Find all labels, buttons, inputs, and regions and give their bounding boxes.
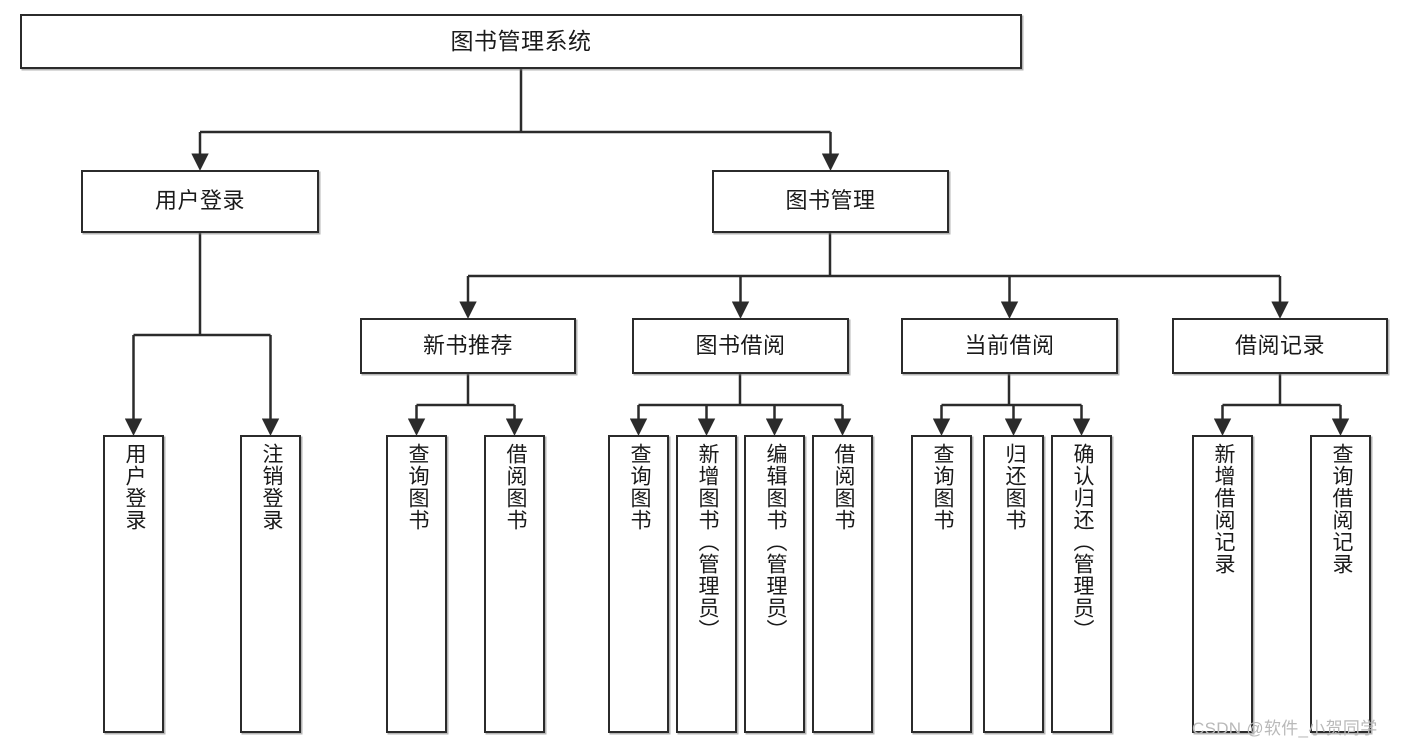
- diagram-node-records-b: 查询借阅记录: [1310, 435, 1371, 733]
- diagram-node-label: 归还图书: [1002, 443, 1026, 531]
- diagram-node-current: 当前借阅: [901, 318, 1118, 374]
- diagram-node-login-a: 用户登录: [103, 435, 164, 733]
- diagram-node-label: 图书管理: [785, 188, 876, 214]
- diagram-node-label: 新增图书（管理员）: [695, 443, 719, 641]
- diagram-node-bookmgmt: 图书管理: [712, 170, 949, 233]
- diagram-node-borrow: 图书借阅: [632, 318, 849, 374]
- diagram-node-records-a: 新增借阅记录: [1192, 435, 1253, 733]
- edge-group: [124, 69, 1350, 436]
- diagram-node-borrow-b: 新增图书（管理员）: [676, 435, 737, 733]
- diagram-node-borrow-a: 查询图书: [608, 435, 669, 733]
- diagram-node-current-a: 查询图书: [911, 435, 972, 733]
- diagram-node-label: 编辑图书（管理员）: [763, 443, 787, 641]
- diagram-node-label: 注销登录: [259, 443, 283, 531]
- diagram-node-newbook: 新书推荐: [360, 318, 576, 374]
- diagram-node-borrow-d: 借阅图书: [812, 435, 873, 733]
- diagram-node-label: 新书推荐: [422, 332, 513, 358]
- diagram-node-label: 当前借阅: [964, 332, 1055, 358]
- diagram-node-borrow-c: 编辑图书（管理员）: [744, 435, 805, 733]
- diagram-node-label: 用户登录: [122, 443, 146, 531]
- diagram-node-login-b: 注销登录: [240, 435, 301, 733]
- diagram-node-label: 借阅记录: [1234, 332, 1325, 358]
- diagram-node-newbook-a: 查询图书: [386, 435, 447, 733]
- diagram-node-label: 借阅图书: [503, 443, 527, 531]
- diagram-node-label: 图书管理系统: [450, 27, 592, 54]
- diagram-node-newbook-b: 借阅图书: [484, 435, 545, 733]
- diagram-node-label: 新增借阅记录: [1211, 443, 1235, 575]
- diagram-node-login: 用户登录: [81, 170, 319, 233]
- diagram-node-label: 用户登录: [154, 188, 245, 214]
- diagram-node-label: 查询图书: [405, 443, 429, 531]
- diagram-node-root: 图书管理系统: [20, 14, 1022, 69]
- diagram-node-label: 查询图书: [930, 443, 954, 531]
- diagram-node-label: 查询借阅记录: [1329, 443, 1353, 575]
- diagram-node-label: 借阅图书: [831, 443, 855, 531]
- diagram-node-label: 图书借阅: [695, 332, 786, 358]
- diagram-node-label: 确认归还（管理员）: [1070, 443, 1094, 641]
- diagram-node-label: 查询图书: [627, 443, 651, 531]
- diagram-node-records: 借阅记录: [1172, 318, 1388, 374]
- diagram-node-current-b: 归还图书: [983, 435, 1044, 733]
- diagram-node-current-c: 确认归还（管理员）: [1051, 435, 1112, 733]
